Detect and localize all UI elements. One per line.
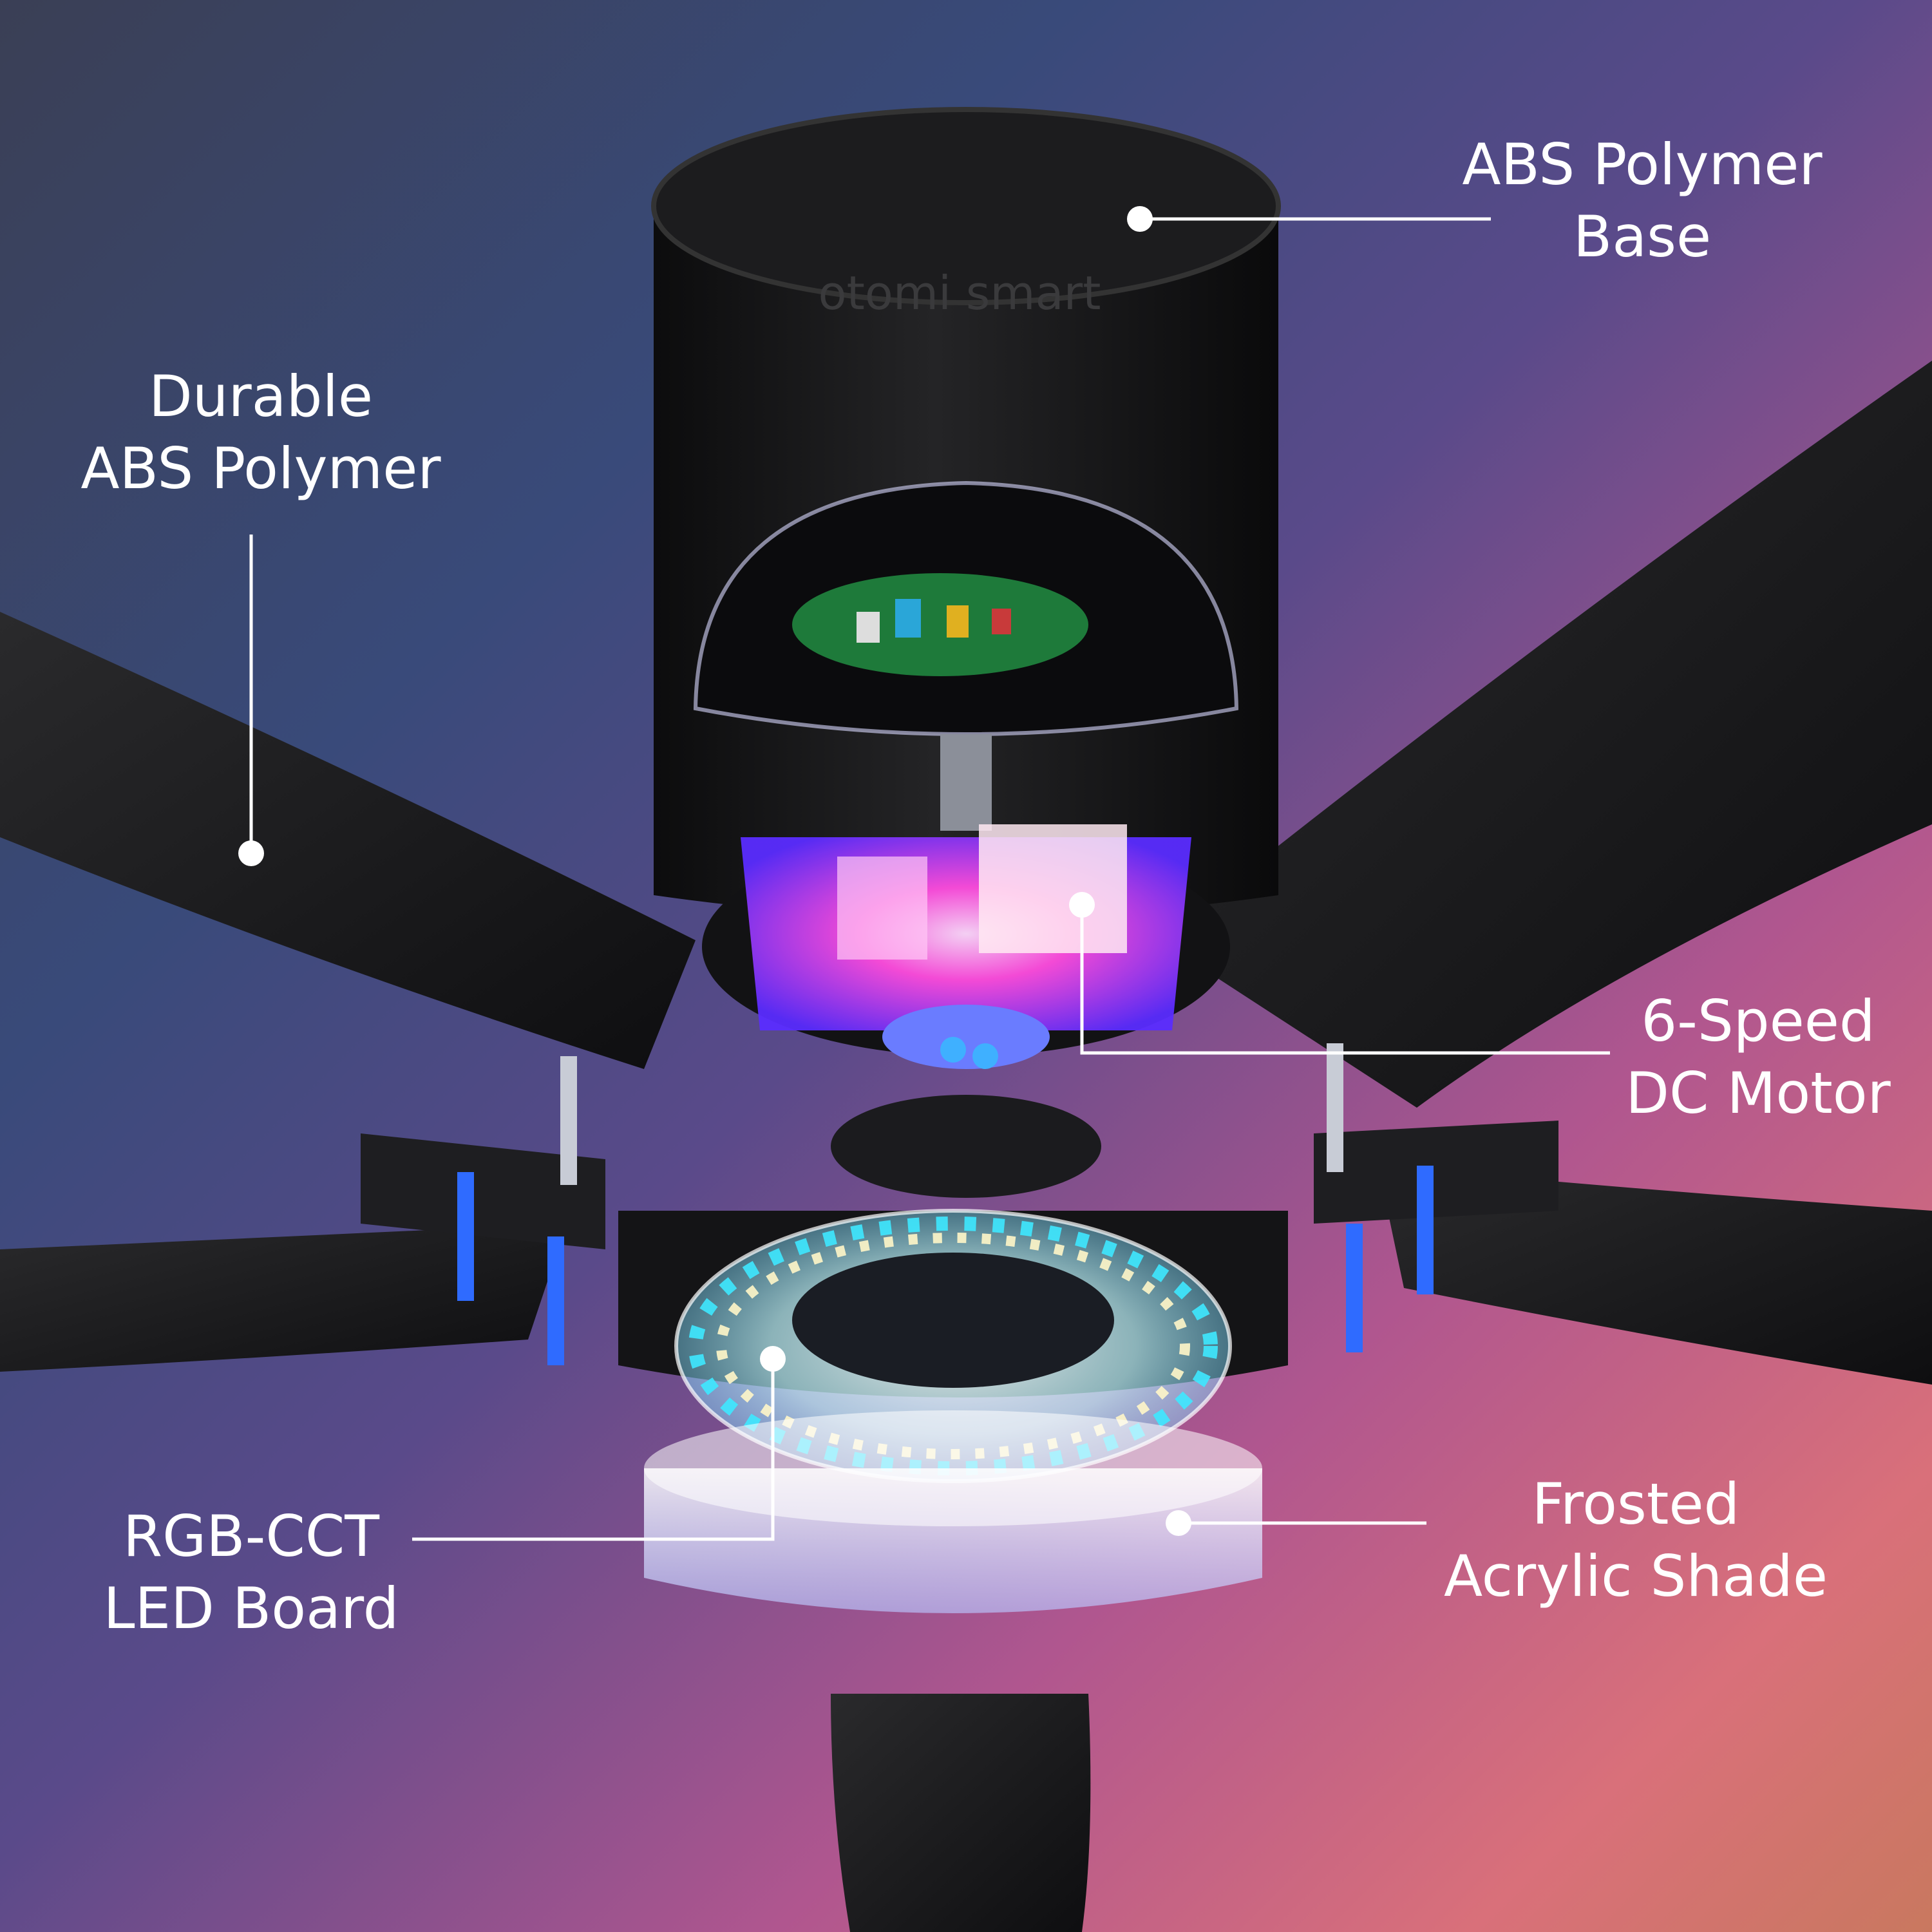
callout-base-line2: Base bbox=[1573, 204, 1712, 270]
callout-dot-base bbox=[1127, 206, 1153, 232]
rgb-cct-led-board bbox=[674, 1209, 1232, 1483]
blade-left bbox=[0, 612, 696, 1069]
callout-blades: Durable ABS Polymer bbox=[52, 361, 470, 505]
callout-dot-shade bbox=[1166, 1510, 1191, 1536]
leader-led bbox=[412, 1359, 775, 1541]
callout-shade: Frosted Acrylic Shade bbox=[1417, 1468, 1855, 1613]
callout-shade-line1: Frosted bbox=[1531, 1471, 1740, 1537]
abs-polymer-base: otomi smart bbox=[651, 107, 1281, 918]
callout-led-line2: LED Board bbox=[103, 1575, 399, 1642]
callout-blades-line1: Durable bbox=[148, 363, 374, 430]
callout-base-line1: ABS Polymer bbox=[1462, 131, 1823, 198]
callout-motor-line2: DC Motor bbox=[1625, 1060, 1891, 1126]
blade-right bbox=[1159, 361, 1932, 1108]
callout-dot-blades bbox=[238, 840, 264, 866]
callout-shade-line2: Acrylic Shade bbox=[1443, 1543, 1828, 1609]
blade-right-lower bbox=[1378, 1166, 1932, 1385]
blade-bottom bbox=[831, 1694, 1091, 1932]
control-pcb bbox=[792, 573, 1088, 676]
callout-motor: 6-Speed DC Motor bbox=[1591, 985, 1926, 1130]
callout-blades-line2: ABS Polymer bbox=[80, 435, 441, 502]
fan-blades bbox=[0, 361, 1932, 1932]
mounting-screws bbox=[457, 1043, 1434, 1365]
callout-dot-motor bbox=[1069, 892, 1095, 918]
callout-dot-led bbox=[760, 1346, 786, 1372]
callout-led-line1: RGB-CCT bbox=[122, 1503, 380, 1569]
brand-logo: otomi smart bbox=[819, 266, 1101, 320]
blade-brackets bbox=[361, 1121, 1558, 1249]
callout-base: ABS Polymer Base bbox=[1417, 129, 1868, 273]
dc-motor bbox=[702, 734, 1230, 1198]
blade-left-lower bbox=[0, 1224, 567, 1372]
callout-motor-line1: 6-Speed bbox=[1641, 988, 1875, 1054]
callout-leaders bbox=[249, 217, 1610, 1541]
callout-led: RGB-CCT LED Board bbox=[77, 1501, 425, 1645]
leader-motor bbox=[1080, 905, 1610, 1055]
frosted-acrylic-shade bbox=[644, 1410, 1262, 1613]
